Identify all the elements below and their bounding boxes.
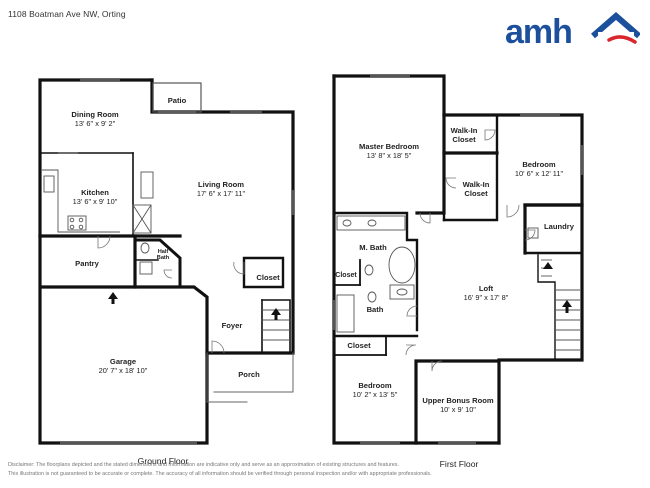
room-name: Bedroom — [358, 381, 392, 390]
room-size: 13' 6" x 9' 10" — [72, 197, 118, 206]
room-name: Dining Room — [71, 110, 119, 119]
room-name: Bedroom — [522, 160, 556, 169]
room-name: Walk-In Closet — [450, 126, 478, 144]
room-name: Pantry — [75, 259, 99, 268]
room-size: 16' 9" x 17' 8" — [463, 293, 509, 302]
brand-wordmark: amh — [505, 13, 573, 51]
room-size: 20' 7" x 18' 10" — [98, 366, 148, 375]
disclaimer-line: Disclaimer: The floorplans depicted and … — [8, 462, 399, 468]
room-name: Kitchen — [81, 188, 109, 197]
room-name: Upper Bonus Room — [422, 396, 494, 405]
room-name: Foyer — [221, 321, 243, 330]
disclaimer-line: This illustration is not guaranteed to b… — [8, 470, 432, 477]
room-name: Patio — [167, 96, 187, 105]
brand-logo: amh — [505, 10, 640, 54]
room-name: Closet — [256, 273, 280, 282]
room-size: 10' 2" x 13' 5" — [352, 390, 398, 399]
floor-title: First Floor — [439, 459, 479, 469]
room-name: Garage — [109, 357, 137, 366]
room-name: Closet — [335, 272, 357, 279]
room-name: Laundry — [544, 222, 574, 231]
room-name: Closet — [347, 341, 371, 350]
room-size: 10' 6" x 12' 11" — [514, 169, 564, 178]
house-roof-icon — [591, 12, 640, 51]
room-name: Porch — [238, 370, 260, 379]
property-address: 1108 Boatman Ave NW, Orting — [8, 9, 126, 19]
room-name: Living Room — [198, 180, 244, 189]
disclaimer: Disclaimer: The floorplans depicted and … — [8, 461, 528, 478]
room-name: Bath — [366, 305, 384, 314]
room-size: 13' 6" x 9' 2" — [74, 119, 116, 128]
room-size: 10' x 9' 10" — [440, 405, 476, 414]
room-name: Loft — [478, 284, 494, 293]
room-name: Half Bath — [156, 249, 170, 261]
room-name: Walk-In Closet — [462, 180, 490, 198]
floor-title: Ground Floor — [137, 456, 189, 466]
room-size: 17' 6" x 17' 11" — [196, 189, 246, 198]
room-size: 13' 8" x 18' 5" — [366, 151, 412, 160]
room-name: Master Bedroom — [359, 142, 419, 151]
room-name: M. Bath — [359, 243, 387, 252]
